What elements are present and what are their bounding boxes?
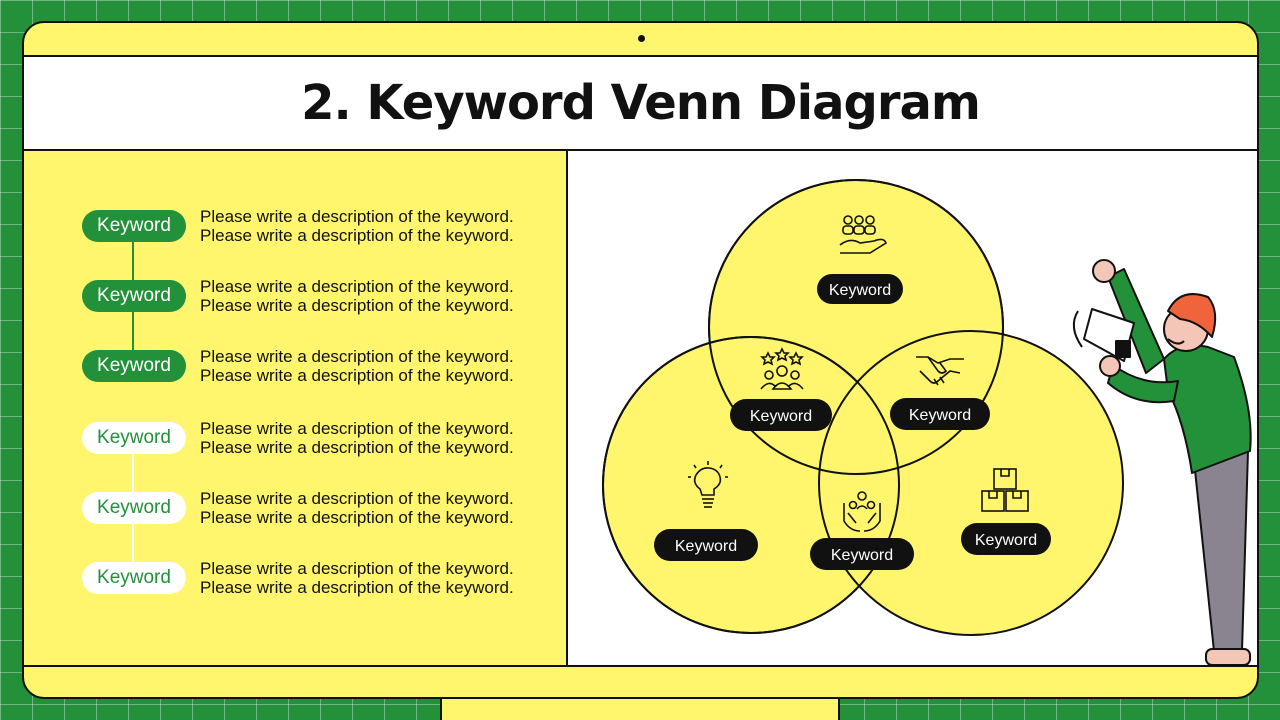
keyword-description: Please write a description of the keywor…	[200, 347, 514, 385]
badge-bg	[817, 274, 903, 304]
description-line: Please write a description of the keywor…	[200, 419, 514, 438]
description-line: Please write a description of the keywor…	[200, 438, 514, 457]
badge-label: Keyword	[675, 538, 737, 555]
description-line: Please write a description of the keywor…	[200, 559, 514, 578]
keyword-pill: Keyword	[82, 562, 186, 594]
description-line: Please write a description of the keywor…	[200, 489, 514, 508]
badge-bg	[890, 398, 990, 430]
camera-dot	[638, 35, 645, 42]
keyword-description: Please write a description of the keywor…	[200, 207, 514, 245]
keyword-pill: Keyword	[82, 422, 186, 454]
badge-label: Keyword	[750, 408, 812, 425]
description-line: Please write a description of the keywor…	[200, 226, 514, 245]
keyword-item: Keyword Please write a description of th…	[82, 489, 514, 527]
badge-bg	[730, 399, 832, 431]
handshake-icon	[916, 356, 964, 386]
venn-badge-left: Keyword	[654, 529, 758, 561]
slide-frame: 2. Keyword Venn Diagram Keyword Please w…	[22, 21, 1259, 699]
description-line: Please write a description of the keywor…	[200, 347, 514, 366]
description-line: Please write a description of the keywor…	[200, 366, 514, 385]
person-megaphone-illustration	[1072, 259, 1252, 665]
badge-bg	[654, 529, 758, 561]
venn-badge-top: Keyword	[817, 274, 903, 304]
venn-badge-overlap-top-right: Keyword	[890, 398, 990, 430]
lightbulb-icon	[688, 461, 728, 508]
keyword-pill: Keyword	[82, 350, 186, 382]
keyword-description: Please write a description of the keywor…	[200, 277, 514, 315]
venn-outline-left	[602, 336, 900, 634]
badge-label: Keyword	[975, 532, 1037, 549]
title-band: 2. Keyword Venn Diagram	[24, 55, 1257, 151]
keyword-list-panel: Keyword Please write a description of th…	[24, 151, 568, 665]
description-line: Please write a description of the keywor…	[200, 508, 514, 527]
keyword-description: Please write a description of the keywor…	[200, 559, 514, 597]
team-stars-icon	[760, 347, 804, 390]
description-line: Please write a description of the keywor…	[200, 207, 514, 226]
keyword-item: Keyword Please write a description of th…	[82, 347, 514, 385]
keyword-description: Please write a description of the keywor…	[200, 419, 514, 457]
keyword-item: Keyword Please write a description of th…	[82, 207, 514, 245]
page-title: 2. Keyword Venn Diagram	[301, 75, 981, 131]
venn-circle-right	[818, 330, 1124, 636]
description-line: Please write a description of the keywor…	[200, 277, 514, 296]
badge-bg	[810, 538, 914, 570]
bottom-border	[24, 665, 1257, 667]
venn-diagram: Keyword Keyword Keyword Keyword Keyword …	[602, 179, 1252, 665]
badge-label: Keyword	[909, 407, 971, 424]
people-hand-icon	[839, 215, 887, 254]
venn-badge-center-bottom: Keyword	[810, 538, 914, 570]
keyword-item: Keyword Please write a description of th…	[82, 419, 514, 457]
keyword-pill: Keyword	[82, 280, 186, 312]
description-line: Please write a description of the keywor…	[200, 578, 514, 597]
boxes-icon	[981, 468, 1029, 512]
venn-badge-right: Keyword	[961, 523, 1051, 555]
badge-bg	[961, 523, 1051, 555]
keyword-pill: Keyword	[82, 210, 186, 242]
description-line: Please write a description of the keywor…	[200, 296, 514, 315]
venn-badge-overlap-top-left: Keyword	[730, 399, 832, 431]
keyword-item: Keyword Please write a description of th…	[82, 559, 514, 597]
badge-label: Keyword	[831, 547, 893, 564]
venn-outline-top	[708, 179, 1004, 475]
keyword-description: Please write a description of the keywor…	[200, 489, 514, 527]
keyword-pill: Keyword	[82, 492, 186, 524]
keyword-item: Keyword Please write a description of th…	[82, 277, 514, 315]
venn-panel: Keyword Keyword Keyword Keyword Keyword …	[568, 151, 1257, 665]
hands-people-icon	[843, 491, 881, 532]
badge-label: Keyword	[829, 282, 891, 299]
